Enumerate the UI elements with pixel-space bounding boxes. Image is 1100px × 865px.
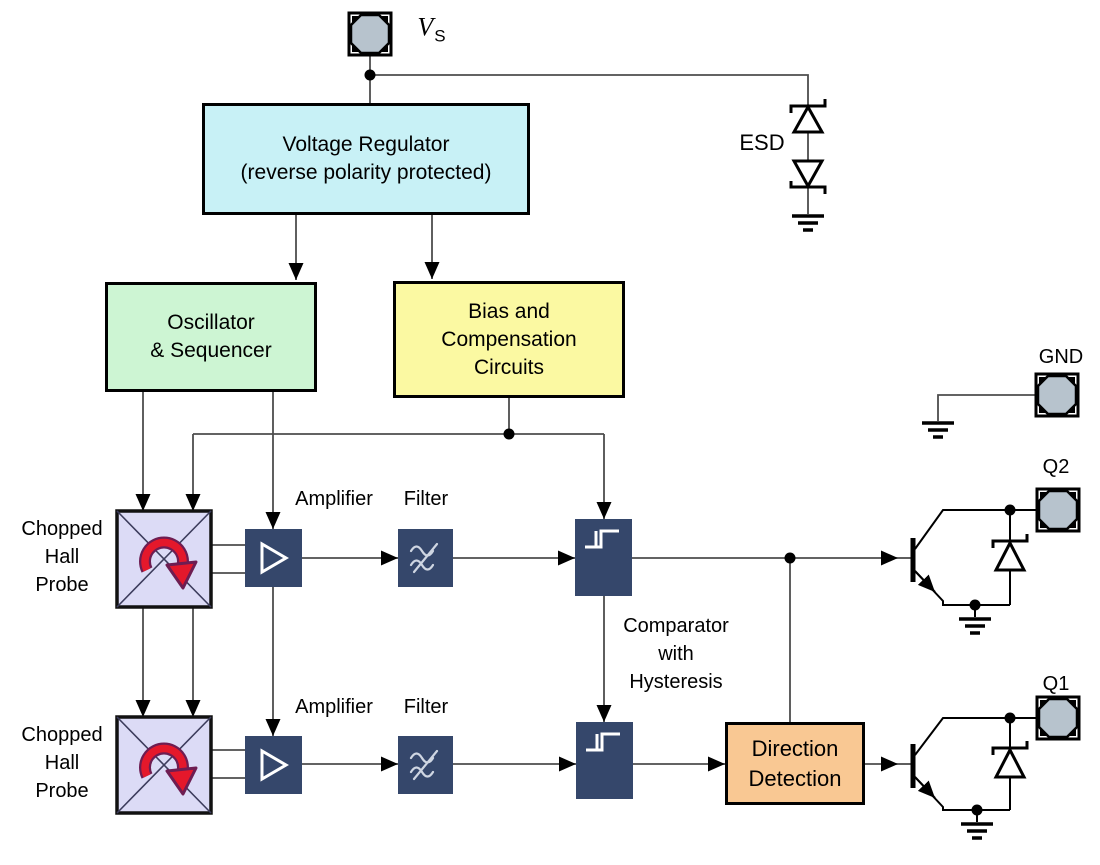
wire-gnd-pin (937, 394, 1037, 421)
junction-dots (364, 69, 1016, 816)
q2-pad (1035, 487, 1081, 533)
hall-probe-2-label: Chopped Hall Probe (21, 721, 102, 805)
amplifier-block-1 (243, 527, 304, 589)
hall-probe-1-label: Chopped Hall Probe (21, 515, 102, 599)
junction-dot (784, 552, 796, 564)
junction-dot (969, 599, 981, 611)
direction-line2: Detection (748, 765, 842, 791)
junction-dot (1004, 504, 1016, 516)
esd-diodes-icon (789, 99, 827, 194)
comparator-block-2 (574, 720, 635, 801)
gnd-pin-ground-icon (920, 421, 956, 439)
esd-ground-icon (790, 214, 826, 232)
wire-probe2-amp2-diff (211, 749, 245, 779)
filter-block-2 (396, 734, 455, 796)
bias-line2: Compensation (441, 327, 577, 351)
comparator-label-line: Hysteresis (629, 671, 723, 693)
q2-transistor (910, 509, 1038, 606)
direction-line1: Direction (751, 735, 839, 761)
q1-ground-icon (959, 822, 995, 840)
probe-label-line: Chopped (21, 518, 103, 540)
voltage-regulator-line1: Voltage Regulator (282, 133, 450, 156)
voltage-regulator-block: Voltage Regulator (reverse polarity prot… (202, 103, 530, 215)
amplifier-1-label: Amplifier (295, 488, 373, 510)
voltage-regulator-line2: (reverse polarity protected) (240, 161, 492, 184)
junction-dot (971, 804, 983, 816)
junction-dot (503, 428, 515, 440)
hall-probe-1 (117, 511, 211, 607)
hall-probe-2 (117, 717, 211, 813)
filter-block-1 (396, 527, 455, 589)
comparator-block-1 (573, 517, 634, 598)
bias-line1: Bias and (468, 299, 550, 323)
amplifier-block-2 (243, 734, 304, 796)
bias-line3: Circuits (473, 355, 544, 379)
direction-detection-block: Direction Detection (725, 722, 865, 805)
filter-1-label: Filter (403, 488, 449, 510)
oscillator-line2: & Sequencer (150, 339, 272, 362)
wire-vs-to-esd (370, 74, 809, 106)
vs-pin-label: VS (417, 12, 446, 46)
comparator-label-line: with (658, 643, 694, 665)
wire-probe1-amp1-diff (211, 544, 245, 574)
vs-subscript: S (434, 26, 446, 46)
q1-transistor (910, 717, 1038, 811)
q1-diode-icon (991, 718, 1029, 810)
q2-pin-label: Q2 (1042, 456, 1070, 478)
filter-2-label: Filter (403, 696, 449, 718)
comparator-label-line: Comparator (623, 615, 729, 637)
gnd-pin-label: GND (1038, 346, 1084, 368)
probe-label-line: Chopped (21, 724, 103, 746)
probe-label-line: Probe (35, 574, 89, 596)
q1-pin-label: Q1 (1042, 673, 1070, 695)
junction-dot (1004, 712, 1016, 724)
oscillator-line1: Oscillator (167, 311, 255, 334)
comparator-label: Comparator with Hysteresis (623, 612, 729, 696)
junction-dot (364, 69, 376, 81)
gnd-pad (1034, 372, 1080, 418)
esd-label: ESD (739, 130, 785, 155)
amplifier-2-label: Amplifier (295, 696, 373, 718)
vs-pad (347, 11, 393, 57)
oscillator-block: Oscillator & Sequencer (105, 282, 317, 392)
probe-label-line: Probe (35, 780, 89, 802)
q2-diode-icon (991, 510, 1029, 605)
q1-pad (1035, 695, 1081, 741)
probe-label-line: Hall (44, 752, 80, 774)
probe-label-line: Hall (44, 546, 80, 568)
bias-block: Bias and Compensation Circuits (393, 281, 625, 398)
vs-symbol: V (417, 12, 434, 42)
q2-ground-icon (957, 617, 993, 635)
